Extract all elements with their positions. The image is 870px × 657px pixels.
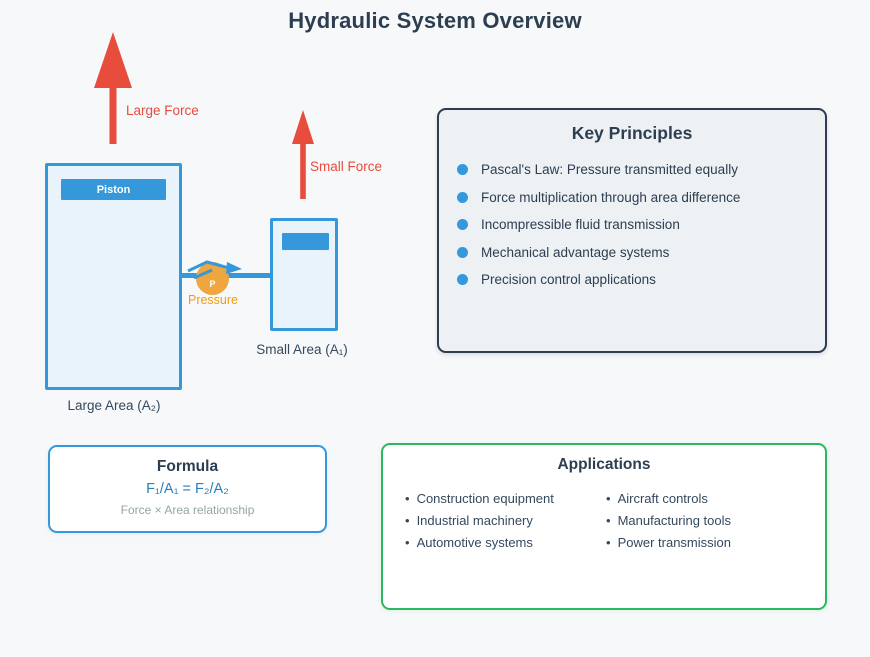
key-principle-text: Incompressible fluid transmission [481,217,680,233]
formula-equation: F₁/A₁ = F₂/A₂ [146,481,229,497]
list-item: • Industrial machinery [405,509,606,531]
key-principles-list: Pascal's Law: Pressure transmitted equal… [457,156,811,294]
key-principle-text: Mechanical advantage systems [481,244,670,260]
bullet-icon: • [405,512,410,528]
list-item: Force multiplication through area differ… [457,184,811,212]
small-force-label: Small Force [310,159,383,174]
application-text: Manufacturing tools [617,512,732,528]
bullet-dot-icon [457,274,468,286]
large-piston: Piston [61,179,166,200]
small-force-arrow-icon [292,110,314,199]
bullet-icon: • [405,534,410,550]
list-item: Mechanical advantage systems [457,239,811,267]
key-principle-text: Pascal's Law: Pressure transmitted equal… [481,162,738,178]
applications-columns: • Construction equipment • Industrial ma… [383,487,825,553]
key-principles-panel: Key Principles Pascal's Law: Pressure tr… [437,108,827,353]
bullet-icon: • [606,512,611,528]
list-item: Pascal's Law: Pressure transmitted equal… [457,156,811,184]
bullet-dot-icon [457,164,468,176]
pressure-symbol: P [209,279,216,289]
bullet-icon: • [405,490,410,506]
list-item: • Manufacturing tools [606,509,807,531]
page-title: Hydraulic System Overview [288,8,582,33]
small-area-label: Small Area (A₁) [256,342,348,357]
applications-panel: Applications • Construction equipment • … [381,443,827,610]
application-text: Automotive systems [416,534,533,550]
list-item: • Aircraft controls [606,487,807,509]
bullet-dot-icon [457,191,468,203]
bullet-icon: • [606,490,611,506]
key-principles-title: Key Principles [571,123,693,143]
list-item: • Automotive systems [405,531,606,553]
application-text: Aircraft controls [617,490,708,506]
list-item: Incompressible fluid transmission [457,211,811,239]
formula-panel: Formula F₁/A₁ = F₂/A₂ Force × Area relat… [48,445,327,533]
applications-title: Applications [557,456,651,473]
bullet-dot-icon [457,219,468,231]
key-principle-text: Precision control applications [481,272,656,288]
large-area-label: Large Area (A₂) [67,398,161,413]
pressure-label: Pressure [187,293,239,307]
small-cylinder [270,218,338,331]
formula-title: Formula [156,458,219,475]
large-piston-label: Piston [96,183,131,196]
bullet-icon: • [606,534,611,550]
application-text: Industrial machinery [416,512,533,528]
list-item: Precision control applications [457,266,811,294]
large-force-label: Large Force [126,103,199,118]
list-item: • Power transmission [606,531,807,553]
large-force-arrow-icon [94,32,132,144]
list-item: • Construction equipment [405,487,606,509]
application-text: Construction equipment [416,490,554,506]
small-piston [282,233,329,250]
formula-subtitle: Force × Area relationship [120,503,255,517]
flow-direction-arrow-icon [187,260,242,280]
applications-column-left: • Construction equipment • Industrial ma… [405,487,606,553]
bullet-dot-icon [457,246,468,258]
applications-column-right: • Aircraft controls • Manufacturing tool… [606,487,807,553]
application-text: Power transmission [617,534,731,550]
large-cylinder: Piston [45,163,182,390]
key-principle-text: Force multiplication through area differ… [481,189,741,205]
